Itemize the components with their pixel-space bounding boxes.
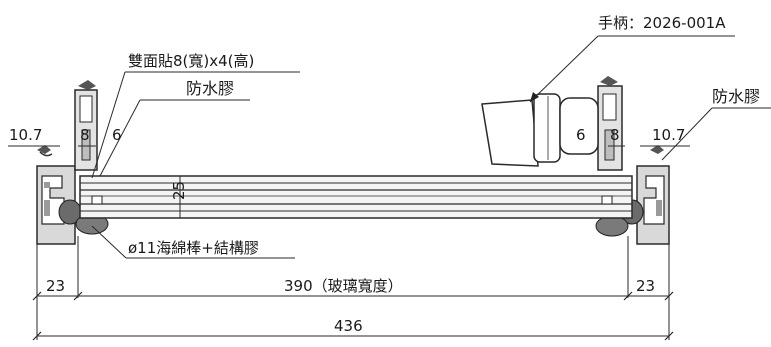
right-frame-profile <box>595 76 670 245</box>
dim-glass-width: 390（玻璃寬度） <box>284 277 403 295</box>
dim-left-8: 8 <box>80 126 90 144</box>
waterproof-left-label: 防水膠 <box>186 79 234 98</box>
dim-right-offset: 10.7 <box>652 126 685 144</box>
dim-left-6: 6 <box>112 126 122 144</box>
double-tape-label: 雙面貼8(寬)x4(高) <box>128 52 254 70</box>
dim-total-width: 436 <box>334 317 363 335</box>
dim-left-offset: 10.7 <box>9 126 42 144</box>
dim-glass-thickness: 25 <box>170 181 188 200</box>
dim-left-frame: 23 <box>46 277 65 295</box>
handle-label: 手柄：2026-001A <box>598 14 726 32</box>
backer-rod-label: ø11海綿棒+結構膠 <box>128 239 259 257</box>
leader-lines <box>91 35 771 259</box>
dim-right-frame: 23 <box>636 277 655 295</box>
dim-right-6: 6 <box>576 126 586 144</box>
left-frame-profile <box>36 80 109 245</box>
dim-right-8: 8 <box>610 126 620 144</box>
handle <box>481 93 599 167</box>
dimension-lines <box>8 145 690 341</box>
waterproof-right-label: 防水膠 <box>712 87 760 106</box>
insulated-glass-panel <box>79 175 633 219</box>
